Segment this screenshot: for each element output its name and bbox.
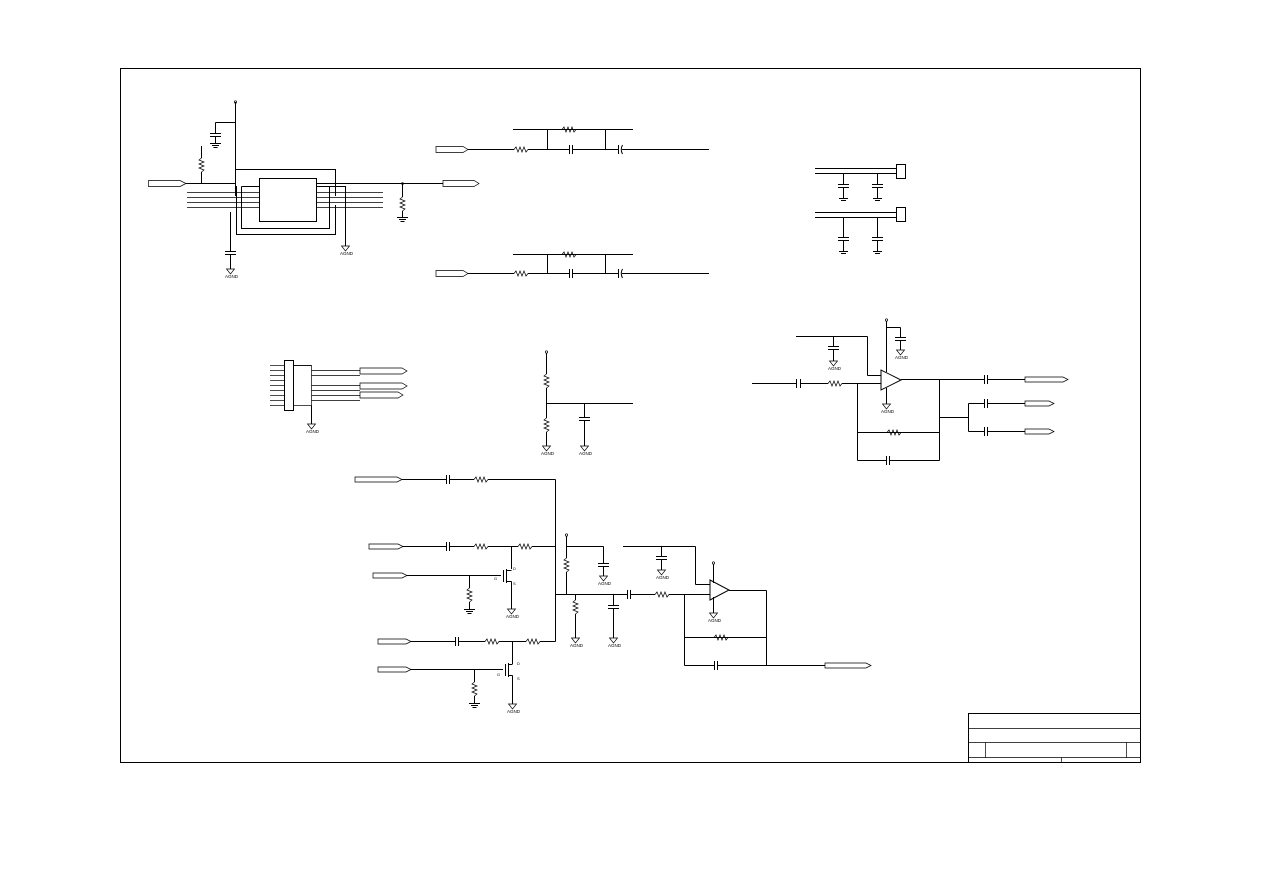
header-pins [270, 365, 285, 406]
mixer-input-port-1 [354, 476, 403, 483]
agnd-label: AGND [881, 409, 895, 414]
header-port-2 [359, 382, 408, 390]
opamp-block-right: AGND AGND AGND [752, 318, 1069, 465]
header-port-3 [359, 391, 404, 399]
agnd-label: AGND [541, 451, 555, 456]
input-port-1 [148, 180, 187, 187]
divider-block: AGND AGND [541, 350, 633, 456]
fet-pin-g: G [494, 576, 497, 581]
agnd-label: AGND [708, 618, 722, 623]
filter-block-lower [435, 251, 709, 279]
sheet-border [120, 68, 1141, 763]
connector-j1 [896, 164, 906, 179]
ic-u1 [259, 178, 317, 222]
filter-input-port-upper [435, 146, 469, 153]
agnd-label: AGND [506, 614, 520, 619]
opamp-u3 [709, 579, 731, 601]
opamp-output-port-2 [1024, 400, 1055, 407]
fet-input-port-1 [372, 572, 408, 579]
mixer-output-port [824, 662, 872, 669]
fet-pin-s: S [513, 581, 516, 586]
agnd-label: AGND [306, 429, 320, 434]
agnd-label: AGND [598, 581, 612, 586]
header-connector [284, 360, 294, 411]
agnd-label: AGND [828, 366, 842, 371]
output-port-1 [442, 180, 480, 187]
ic-block-top-left: AGND AGND [148, 100, 480, 279]
agnd-label: AGND [608, 643, 622, 648]
filter-block-upper [435, 126, 709, 155]
connector-block [815, 164, 906, 254]
agnd-label: AGND [340, 251, 354, 256]
mixer-block: AGND D G S AGND D G S [354, 475, 872, 714]
agnd-label: AGND [656, 575, 670, 580]
header-port-1 [359, 367, 408, 375]
agnd-label: AGND [579, 451, 593, 456]
fet-pin-d: D [513, 566, 516, 571]
agnd-label: AGND [895, 355, 909, 360]
fet-input-port-2 [377, 666, 412, 673]
opamp-output-port-3 [1024, 428, 1055, 435]
opamp-u2 [880, 369, 903, 391]
agnd-label: AGND [507, 709, 521, 714]
agnd-label: AGND [225, 274, 239, 279]
fet-pin-s: S [517, 676, 520, 681]
opamp-output-port-1 [1024, 376, 1069, 383]
title-block [968, 713, 1141, 763]
filter-input-port-lower [435, 270, 469, 277]
header-block: AGND [270, 360, 408, 434]
fet-pin-g: G [497, 672, 500, 677]
fet-pin-d: D [517, 661, 520, 666]
agnd-label: AGND [570, 643, 584, 648]
connector-j2 [896, 207, 906, 222]
mixer-input-port-2 [368, 543, 404, 550]
mixer-input-port-3 [377, 638, 412, 645]
